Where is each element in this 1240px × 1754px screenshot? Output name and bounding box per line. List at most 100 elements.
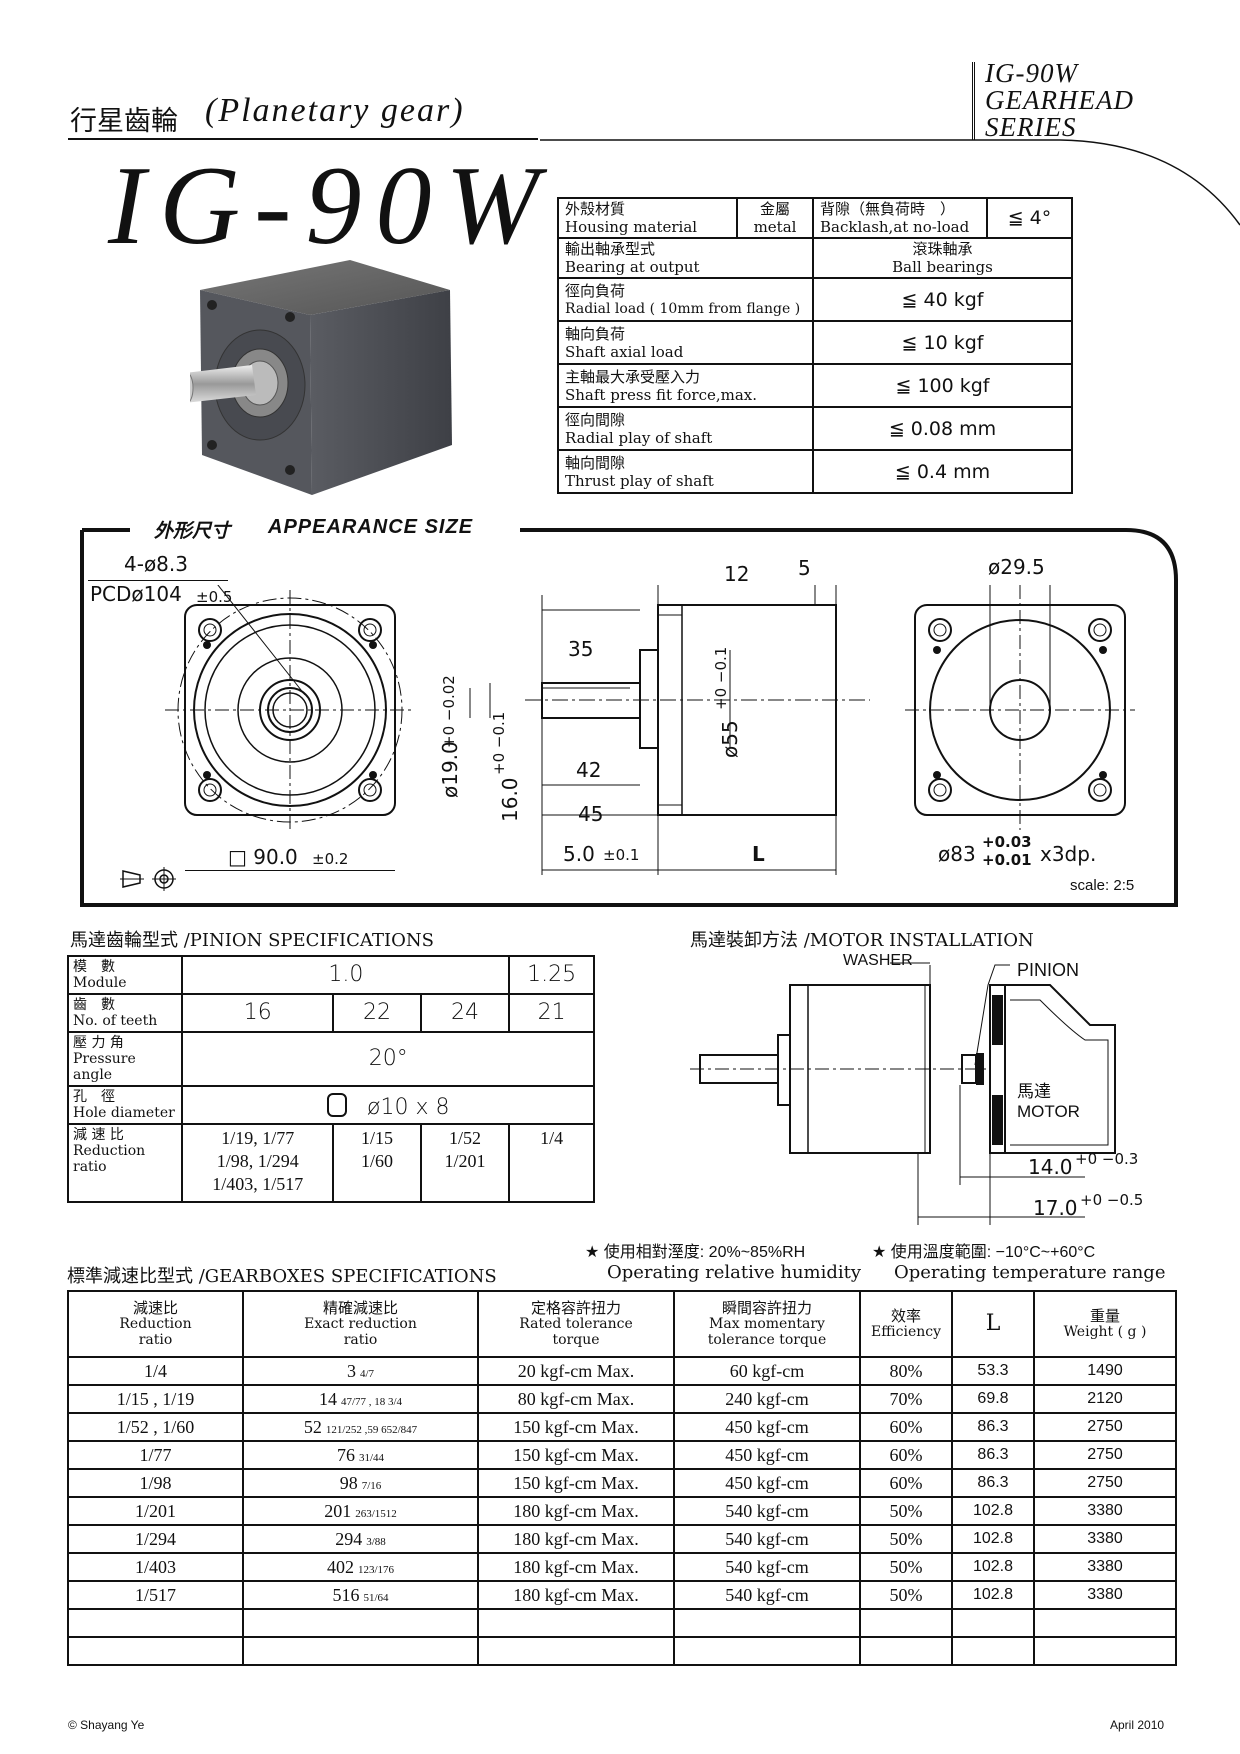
front-pcd-dim: PCDø104 [90, 582, 182, 606]
title-en: (Planetary gear) [205, 92, 465, 129]
gearbox-cell-eff: 50% [859, 1524, 953, 1554]
gearbox-cell-ratio: 1/98 [67, 1468, 244, 1498]
gearbox-cell-eff [859, 1636, 953, 1666]
appearance-title-en: APPEARANCE SIZE [262, 516, 480, 539]
gearbox-cell-eff: 50% [859, 1580, 953, 1610]
exact-int: 98 [339, 1472, 358, 1493]
back-pcd-dim: ø83 [938, 842, 976, 866]
exact-int: 294 [335, 1528, 363, 1549]
gearbox-cell-max: 540 kgf-cm [673, 1496, 861, 1526]
gearbox-cell-exact [242, 1636, 479, 1666]
gearbox-cell-rated: 180 kgf-cm Max. [477, 1496, 675, 1526]
pinion-pressure-value: 20° [181, 1031, 595, 1087]
back-depth: x3dp. [1040, 842, 1097, 866]
gearbox-cell-ratio: 1/15 , 1/19 [67, 1384, 244, 1414]
gearbox-cell-max: 240 kgf-cm [673, 1384, 861, 1414]
gearbox-cell-eff: 60% [859, 1468, 953, 1498]
exact-frac: 31/44 [358, 1451, 385, 1464]
side-view-drawing [469, 585, 870, 875]
gearbox-cell-rated [477, 1608, 675, 1638]
motor-label-cn: 馬達 [1017, 1082, 1051, 1102]
gearbox-header: L [951, 1290, 1035, 1358]
series-bar [972, 62, 975, 140]
temperature-note: ★ 使用溫度範圍: −10°C~+60°C Operating temperat… [872, 1238, 1165, 1283]
gearbox-cell-L: 86.3 [951, 1412, 1035, 1442]
gearbox-cell-max: 540 kgf-cm [673, 1524, 861, 1554]
side-dim-5-0: 5.0 [563, 842, 595, 866]
exact-frac: 3/88 [366, 1535, 386, 1548]
gearbox-cell-weight: 3380 [1033, 1524, 1177, 1554]
humidity-note: ★ 使用相對溼度: 20%~85%RH Operating relative h… [585, 1238, 861, 1283]
gearbox-cell-L: 102.8 [951, 1496, 1035, 1526]
gearbox-cell-ratio: 1/52 , 1/60 [67, 1412, 244, 1442]
side-dim-35: 35 [568, 637, 594, 661]
gearbox-cell-rated: 150 kgf-cm Max. [477, 1440, 675, 1470]
header-curve [540, 139, 1240, 226]
spec-row-value: ≦ 10 kgf [812, 320, 1073, 365]
humidity-cn: ★ 使用相對溼度: 20%~85%RH [585, 1244, 806, 1261]
gearbox-cell-ratio: 1/4 [67, 1356, 244, 1386]
footer-copyright: © Shayang Ye [68, 1718, 145, 1732]
pinion-hole-text: ø10 x 8 [367, 1095, 450, 1120]
gearbox-cell-weight: 2750 [1033, 1440, 1177, 1470]
gearbox-cell-weight: 3380 [1033, 1552, 1177, 1582]
exact-frac: 121/252 ,59 652/847 [325, 1423, 418, 1436]
pinion-teeth-value: 22 [332, 993, 422, 1033]
gearbox-cell-max [673, 1608, 861, 1638]
front-view-drawing [165, 585, 415, 830]
back-tol-dn: +0.01 [982, 851, 1032, 869]
gearbox-cell-exact [242, 1608, 479, 1638]
exact-int: 14 [318, 1388, 337, 1409]
spec-table: 外殼材質 Housing material 金屬 metal 背隙（無負荷時 ）… [557, 197, 1073, 494]
exact-int: 516 [332, 1584, 360, 1605]
gearbox-cell-max [673, 1636, 861, 1666]
gearbox-cell-max: 540 kgf-cm [673, 1552, 861, 1582]
gearbox-cell-rated: 150 kgf-cm Max. [477, 1468, 675, 1498]
spec-housing-label: 外殼材質 Housing material [557, 197, 738, 239]
spec-row-label: 軸向間隙 Thrust play of shaft [557, 449, 814, 494]
side-dim-12: 12 [724, 562, 750, 586]
front-width-dimline [185, 870, 395, 871]
gearbox-cell-eff: 50% [859, 1496, 953, 1526]
gearbox-cell-weight: 1490 [1033, 1356, 1177, 1386]
spec-backlash-label: 背隙（無負荷時 ） Backlash,at no-load [812, 197, 988, 239]
title-cn: 行星齒輪 [70, 106, 178, 137]
spec-row-label: 徑向負荷 Radial load ( 10mm from flange ) [557, 277, 814, 322]
gearbox-cell-ratio: 1/403 [67, 1552, 244, 1582]
side-dim-45: 45 [578, 802, 604, 826]
spec-row-value: ≦ 100 kgf [812, 363, 1073, 408]
back-bore-dim: ø29.5 [988, 555, 1045, 579]
pinion-teeth-value: 21 [508, 993, 595, 1033]
gearbox-cell-rated: 180 kgf-cm Max. [477, 1524, 675, 1554]
side-dim-16-tol: +0 −0.1 [490, 711, 508, 775]
gearbox-cell-L: 69.8 [951, 1384, 1035, 1414]
spec-row-value: 滾珠軸承 Ball bearings [812, 237, 1073, 279]
gearbox-title: 標準減速比型式 /GEARBOXES SPECIFICATIONS [67, 1266, 497, 1287]
gearbox-cell-rated [477, 1636, 675, 1666]
spec-housing-value: 金屬 metal [736, 197, 814, 239]
gearbox-cell-max: 540 kgf-cm [673, 1580, 861, 1610]
gearbox-cell-weight: 2750 [1033, 1412, 1177, 1442]
exact-int: 201 [324, 1500, 352, 1521]
exact-int: 52 [303, 1416, 322, 1437]
gearbox-cell-rated: 180 kgf-cm Max. [477, 1580, 675, 1610]
side-dim-L: L [752, 842, 765, 866]
install-title: 馬達裝卸方法 /MOTOR INSTALLATION [690, 930, 1034, 951]
install-dim-17-tol: +0 −0.5 [1080, 1191, 1144, 1209]
